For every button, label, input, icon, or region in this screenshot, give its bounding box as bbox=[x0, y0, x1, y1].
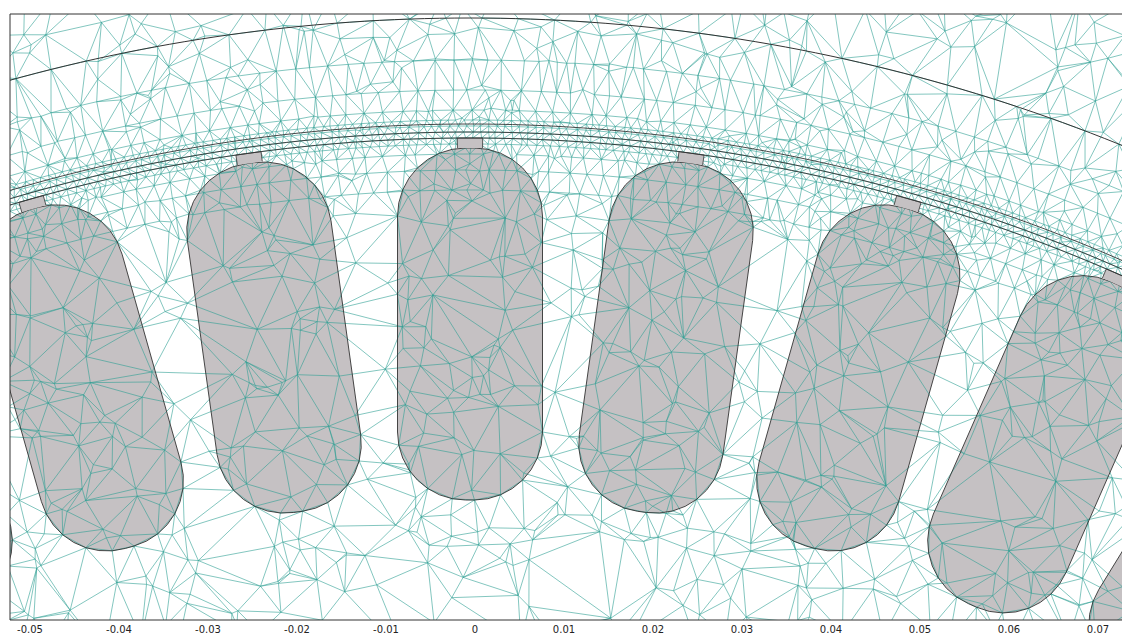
boundary-arc bbox=[10, 124, 1122, 342]
axis-tick-label: 0.04 bbox=[820, 624, 842, 635]
plot-frame bbox=[10, 14, 1122, 620]
slot-outline bbox=[10, 205, 183, 551]
axis-tick-label: 0 bbox=[472, 624, 478, 635]
axis-tick-label: 0.07 bbox=[1087, 624, 1109, 635]
axis-tick-label: 0.01 bbox=[553, 624, 575, 635]
stator-slot bbox=[1089, 373, 1122, 620]
mesh-region bbox=[10, 14, 1122, 620]
axis-tick-label: 0.02 bbox=[642, 624, 664, 635]
mesh-lines bbox=[10, 14, 1122, 620]
slot-outline bbox=[187, 162, 361, 513]
axis-tick-label: 0.03 bbox=[731, 624, 753, 635]
axis-tick-label: -0.05 bbox=[17, 624, 43, 635]
slot-outline bbox=[1089, 373, 1122, 620]
boundary-arc bbox=[10, 138, 1122, 354]
axis-tick-label: 0.06 bbox=[998, 624, 1020, 635]
slot-outline bbox=[757, 205, 960, 551]
slot-outline bbox=[928, 276, 1122, 613]
stator-slot bbox=[10, 205, 183, 551]
boundary-arc bbox=[10, 18, 1122, 250]
slot-opening bbox=[457, 138, 482, 148]
slot-outline bbox=[579, 162, 753, 513]
axis-tick-label: -0.02 bbox=[284, 624, 310, 635]
slot-opening bbox=[19, 196, 46, 212]
axis-line bbox=[10, 620, 1122, 621]
stator-slot bbox=[187, 162, 361, 513]
axis-tick-label: -0.01 bbox=[373, 624, 399, 635]
stator-slot bbox=[928, 276, 1122, 613]
slot-opening bbox=[894, 196, 921, 212]
axis-tick-label: -0.04 bbox=[106, 624, 132, 635]
slot-outline bbox=[398, 148, 543, 500]
axis-tick-label: 0.05 bbox=[909, 624, 931, 635]
axis-tick-label: -0.03 bbox=[195, 624, 221, 635]
